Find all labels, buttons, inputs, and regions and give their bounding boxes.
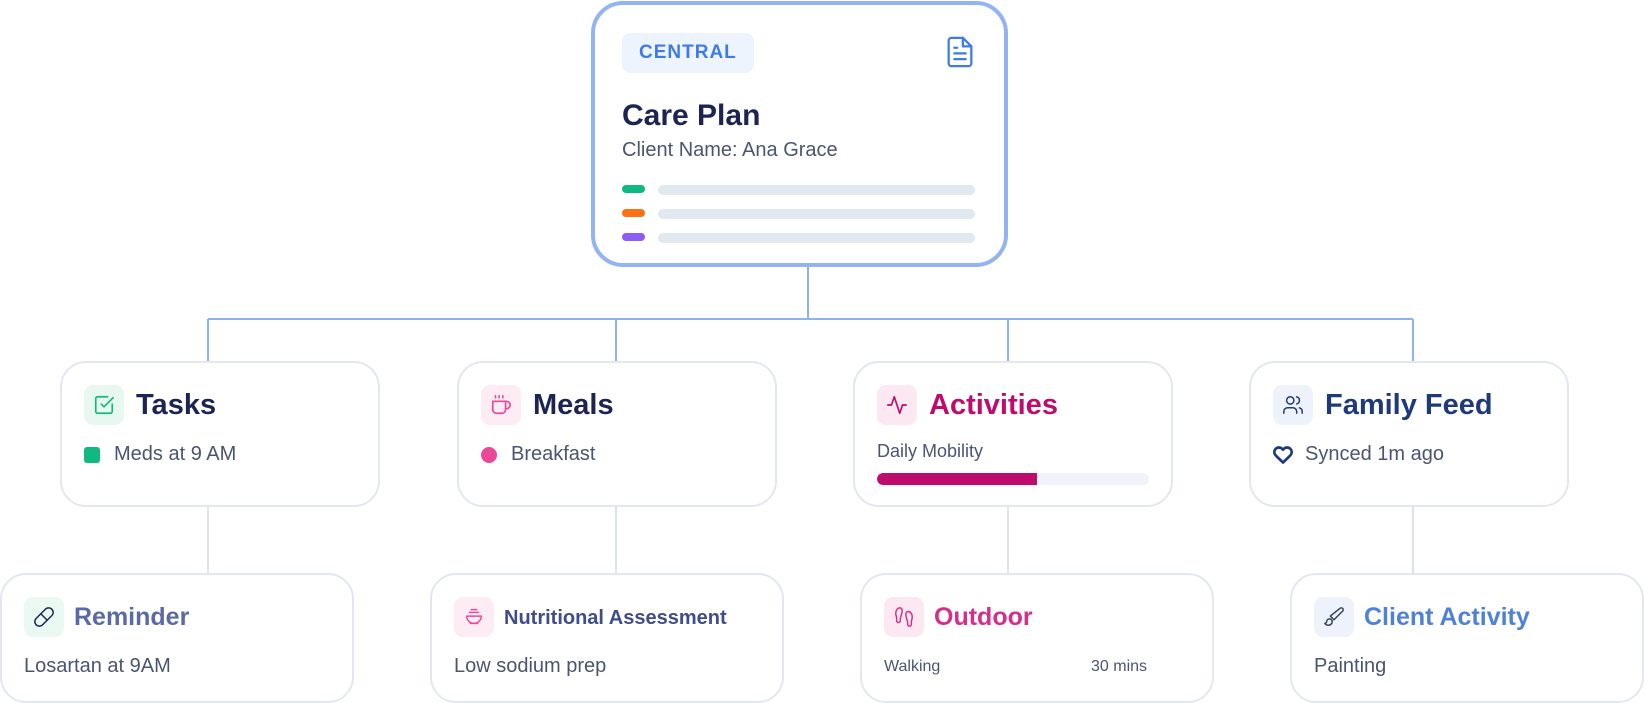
tasks-detail-text: Meds at 9 AM (114, 443, 237, 465)
nutritional-assessment-card[interactable]: Nutritional Assessment Low sodium prep (430, 573, 784, 703)
progress-label: Daily Mobility (877, 441, 984, 461)
central-badge: CENTRAL (622, 33, 754, 73)
activities-card[interactable]: Activities Daily Mobility (853, 361, 1173, 507)
client-activity-card[interactable]: Client Activity Painting (1290, 573, 1644, 703)
family-feed-card[interactable]: Family Feed Synced 1m ago (1249, 361, 1569, 507)
users-icon (1273, 385, 1313, 425)
nutritional-assessment-title: Nutritional Assessment (504, 607, 727, 629)
pill-icon (24, 597, 64, 637)
client-name: Client Name: Ana Grace (622, 139, 838, 161)
plan-line-marker (622, 209, 645, 217)
tasks-detail: Meds at 9 AM (84, 443, 236, 466)
bowl-icon (454, 597, 494, 637)
meals-card[interactable]: Meals Breakfast (457, 361, 777, 507)
outdoor-detail-right: 30 mins (1091, 658, 1148, 675)
meals-detail: Breakfast (481, 443, 595, 466)
reminder-detail: Losartan at 9AM (24, 655, 171, 677)
reminder-title: Reminder (74, 603, 190, 631)
plan-line-marker (622, 185, 645, 193)
plan-line-bar (658, 209, 975, 219)
plan-line-bar (658, 233, 975, 243)
check-square-icon (84, 385, 124, 425)
family-feed-detail-text: Synced 1m ago (1305, 443, 1444, 465)
plan-line-bar (658, 185, 975, 195)
central-care-plan-card[interactable]: CENTRAL Care Plan Client Name: Ana Grace (591, 1, 1008, 267)
client-activity-title: Client Activity (1364, 603, 1530, 631)
progress-fill (877, 473, 1038, 485)
page-title: Care Plan (622, 99, 761, 132)
nutritional-assessment-detail: Low sodium prep (454, 655, 607, 677)
tasks-title: Tasks (136, 389, 217, 421)
plan-line-marker (622, 233, 645, 241)
family-feed-title: Family Feed (1325, 389, 1493, 421)
footprints-icon (884, 597, 924, 637)
document-icon[interactable] (943, 35, 977, 69)
meals-detail-text: Breakfast (511, 443, 596, 465)
heart-icon (1273, 445, 1293, 464)
reminder-card[interactable]: Reminder Losartan at 9AM (0, 573, 354, 703)
tasks-card[interactable]: Tasks Meds at 9 AM (60, 361, 380, 507)
meals-title: Meals (533, 389, 614, 421)
client-activity-detail: Painting (1314, 655, 1387, 677)
outdoor-card[interactable]: Outdoor Walking 30 mins (860, 573, 1214, 703)
activities-title: Activities (929, 389, 1058, 421)
status-square (84, 446, 100, 463)
cup-icon (481, 385, 521, 425)
activity-pulse-icon (877, 385, 917, 425)
family-feed-detail: Synced 1m ago (1273, 443, 1444, 466)
status-circle (481, 446, 497, 463)
mobility-progress-bar (877, 473, 1149, 485)
outdoor-detail-left: Walking (884, 658, 941, 675)
outdoor-title: Outdoor (934, 603, 1033, 631)
paintbrush-icon (1314, 597, 1354, 637)
